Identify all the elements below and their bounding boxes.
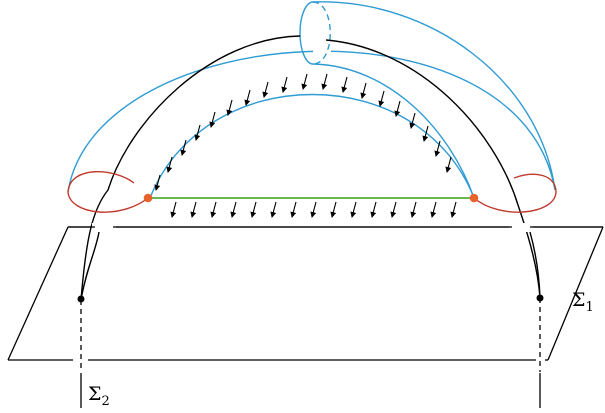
sigma2-point-left [77, 295, 85, 303]
arrows-under-segment [170, 201, 457, 218]
tube-inner-arc [149, 93, 475, 199]
gap-right [509, 223, 533, 232]
core-arc-right [325, 39, 541, 299]
tube-outer-arc-redraw [312, 1, 556, 191]
endpoint-left [143, 193, 153, 203]
sigma2-point-right [536, 294, 544, 302]
disk-right [473, 173, 557, 213]
mask [313, 0, 331, 70]
core-arc [80, 35, 541, 301]
tube-inner-arc-redraw [312, 63, 475, 199]
core-arc-left [80, 35, 301, 301]
surface-sigma2 [80, 298, 541, 408]
label-sigma2: Σ2 [88, 383, 110, 408]
endpoint-right [469, 193, 479, 203]
end-disks [67, 171, 557, 213]
gap-left [92, 223, 116, 232]
disk-left [67, 171, 149, 213]
arrows-inner-arc [154, 73, 452, 191]
tube-outer-arc [67, 50, 556, 193]
tube [67, 1, 556, 199]
plane-left-edge [7, 226, 69, 361]
label-sigma1: Σ1 [572, 289, 594, 315]
plane-right-edge [547, 226, 604, 361]
tube-cross-section-back [312, 1, 331, 65]
plane-sigma1 [7, 226, 604, 361]
